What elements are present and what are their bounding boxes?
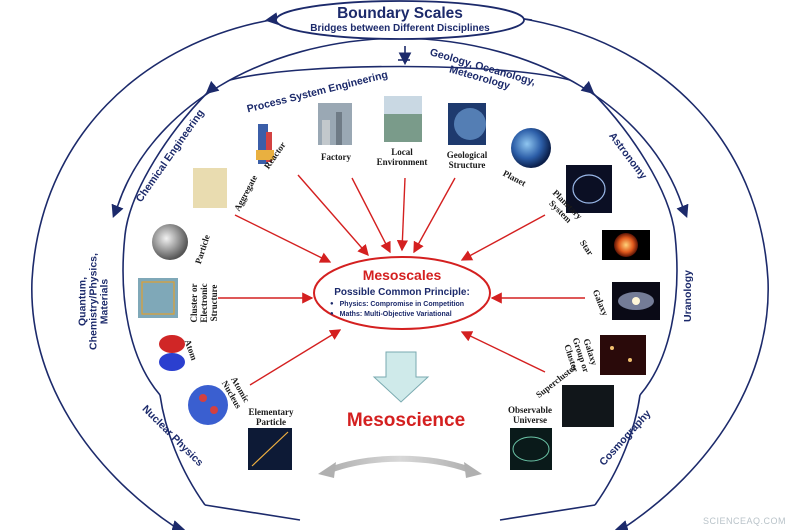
observable-universe-image	[510, 428, 552, 470]
discipline-uranology: Uranology	[681, 270, 694, 322]
arrow-aggregate	[234, 214, 332, 263]
arrow-factory	[351, 177, 391, 254]
mesoscience-label: Mesoscience	[346, 410, 466, 431]
down-arrow	[372, 351, 430, 403]
mesoscales-title: Mesoscales	[362, 267, 442, 283]
top-inner-arc	[229, 65, 571, 81]
navy-arrowheads	[111, 10, 689, 530]
label-geological-structure: Geological Structure	[446, 150, 488, 170]
inner-arc-right	[589, 89, 678, 396]
particle-image	[152, 224, 188, 260]
bottom-arc-left	[159, 394, 206, 506]
bullet-physics: Physics: Compromise in Competition	[330, 301, 464, 308]
atom-image	[159, 335, 185, 353]
mesoscales-subtitle: Possible Common Principle:	[334, 287, 470, 298]
mesoscales-box: Mesoscales Possible Common Principle: Ph…	[316, 262, 488, 326]
arrow-supercluster	[460, 331, 546, 373]
atomic-nucleus-image	[188, 385, 228, 425]
diagram-title: Boundary Scales	[337, 5, 463, 22]
aggregate-image	[193, 168, 227, 208]
outer-arc-right	[517, 17, 769, 528]
discipline-quantum: Quantum, Chemistry/Physics, Materials	[76, 253, 111, 350]
label-cluster: Cluster or Electronic Structure	[189, 283, 219, 323]
supercluster-image	[562, 385, 614, 427]
arrow-planetary	[460, 214, 546, 261]
title-ellipse	[275, 0, 525, 40]
cluster-image	[138, 278, 178, 318]
label-local-environment: Local Environment	[376, 147, 428, 167]
outer-frame	[31, 17, 769, 528]
watermark: SCIENCEAQ.COM	[702, 516, 786, 526]
arrow-reactor	[297, 174, 369, 257]
inner-arc-left	[122, 89, 211, 396]
arrow-nucleus	[249, 329, 342, 386]
label-elementary-particle: Elementary Particle	[248, 407, 294, 427]
galaxy-group-image	[600, 335, 646, 375]
bullet-maths: Maths: Multi-Objective Variational	[330, 311, 452, 318]
title-box: Boundary Scales Bridges between Differen…	[278, 2, 522, 38]
red-arrows	[218, 174, 585, 386]
outer-arc-left	[31, 17, 283, 528]
reactor-image	[256, 124, 274, 164]
bottom-arc-right	[594, 394, 641, 506]
label-factory: Factory	[321, 152, 351, 162]
planet-image	[511, 128, 551, 168]
diagram-subtitle: Bridges between Different Disciplines	[310, 23, 490, 34]
arrow-geology	[413, 177, 456, 254]
label-observable-universe: Observable Universe	[508, 405, 552, 425]
arrow-environment	[396, 177, 409, 252]
planetary-system-image	[566, 165, 612, 213]
grey-double-arrow	[328, 455, 472, 473]
